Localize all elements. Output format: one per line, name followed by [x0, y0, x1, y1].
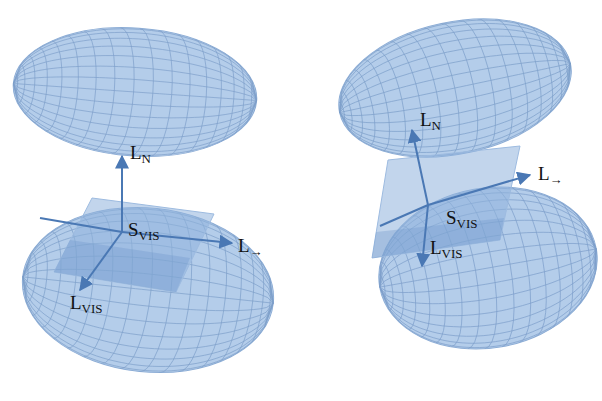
- plane: [54, 198, 214, 292]
- axis-label: L→: [538, 164, 563, 186]
- ellipsoid: [326, 0, 586, 177]
- ellipsoid: [14, 195, 284, 385]
- axis-label: LVIS: [70, 293, 103, 315]
- axis-label: LN: [130, 143, 151, 165]
- axis-label: SVIS: [128, 220, 160, 242]
- axis-label: LVIS: [430, 238, 463, 260]
- plane-shadow: [54, 240, 190, 292]
- axis-label: SVIS: [446, 208, 478, 230]
- plane: [372, 146, 520, 258]
- axis-label: L→: [238, 236, 263, 258]
- axes: [40, 156, 232, 290]
- axis-label: LN: [420, 110, 441, 132]
- axes: [380, 130, 530, 266]
- ellipsoid: [9, 20, 263, 165]
